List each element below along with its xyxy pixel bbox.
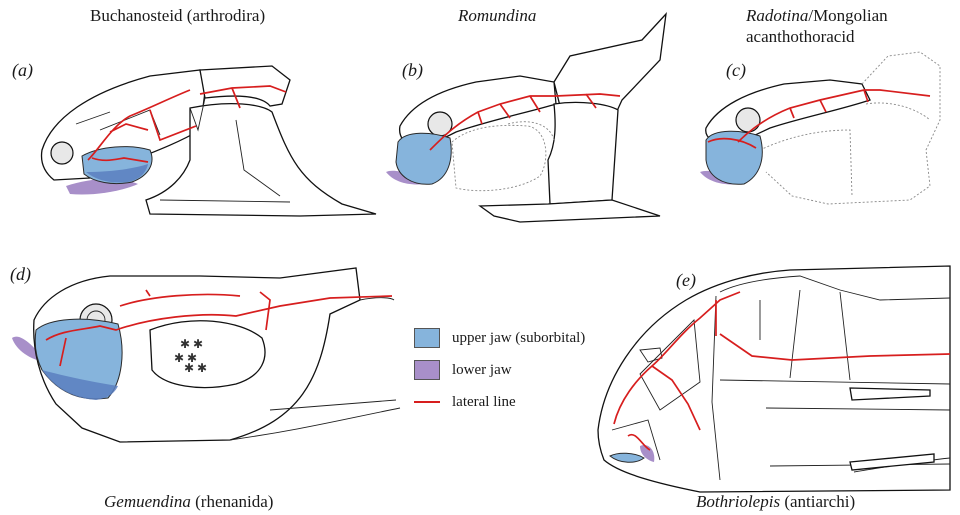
- legend-item-upper-jaw: upper jaw (suborbital): [414, 322, 585, 354]
- panel-d-title: Gemuendina (rhenanida): [104, 492, 274, 511]
- legend-swatch-upper-jaw: [414, 328, 440, 348]
- svg-text:✱ ✱: ✱ ✱: [184, 361, 207, 375]
- panel-a-drawing: [40, 65, 377, 217]
- panel-e-lower-jaw: [640, 444, 655, 462]
- panel-a-lateral-line: [87, 85, 287, 163]
- legend-label-lateral-line: lateral line: [452, 393, 516, 410]
- legend: upper jaw (suborbital) lower jaw lateral…: [414, 322, 585, 418]
- legend-label-upper-jaw: upper jaw (suborbital): [452, 329, 586, 346]
- panel-d-drawing: ✱ ✱ ✱ ✱ ✱ ✱: [12, 267, 401, 443]
- panel-b-upper-jaw: [395, 132, 452, 185]
- legend-item-lateral-line: lateral line: [414, 386, 585, 418]
- panel-a-title: Buchanosteid (arthrodira): [90, 6, 266, 25]
- panel-b-title: Romundina: [458, 6, 537, 25]
- panel-c-title-line2: acanthothoracid: [746, 27, 855, 46]
- legend-swatch-lower-jaw: [414, 360, 440, 380]
- panel-e-lateral-line: [613, 291, 951, 451]
- panel-c-drawing: [700, 51, 941, 205]
- panel-c-letter: (c): [726, 60, 746, 80]
- panel-e-drawing: [597, 265, 951, 493]
- panel-e-upper-jaw: [609, 452, 645, 463]
- panel-e-letter: (e): [676, 270, 696, 290]
- panel-d-lateral-line: [45, 289, 393, 367]
- panel-d-letter: (d): [10, 264, 31, 284]
- svg-text:✱ ✱: ✱ ✱: [174, 351, 197, 365]
- legend-item-lower-jaw: lower jaw: [414, 354, 585, 386]
- panel-b-letter: (b): [402, 60, 423, 80]
- legend-label-lower-jaw: lower jaw: [452, 361, 512, 378]
- panel-c-title: Radotina/Mongolian: [746, 6, 888, 25]
- panel-b-drawing: [386, 12, 667, 223]
- panel-e-title: Bothriolepis (antiarchi): [696, 492, 856, 511]
- panel-a-letter: (a): [12, 60, 33, 80]
- panel-c-lateral-line: [707, 89, 931, 149]
- panel-b-lateral-line: [429, 93, 621, 151]
- panel-d-tubercles: ✱ ✱: [180, 337, 203, 351]
- legend-swatch-lateral-line: [414, 401, 440, 403]
